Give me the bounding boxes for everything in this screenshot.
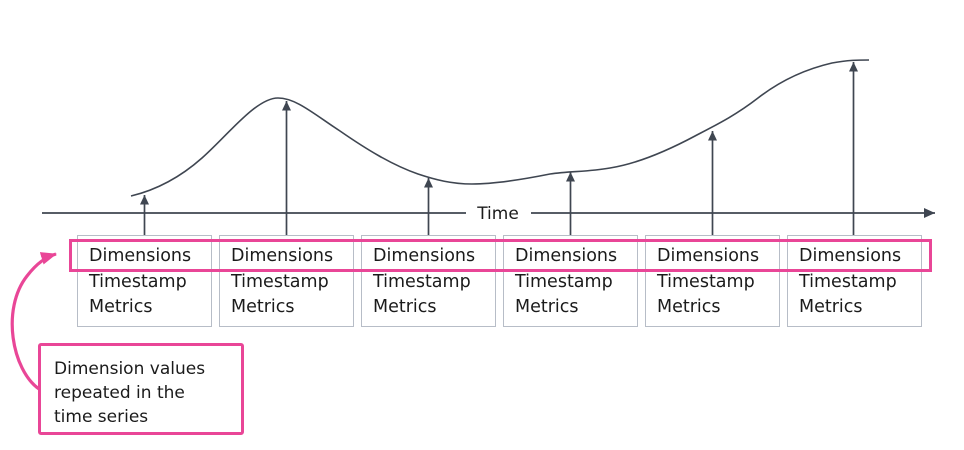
callout-line: time series [54, 407, 149, 427]
record-field-dimensions: Dimensions [89, 246, 192, 266]
record-field-metrics: Metrics [799, 297, 863, 317]
record-field-timestamp: Timestamp [231, 271, 329, 292]
callout-line: repeated in the [54, 383, 185, 403]
record-field-dimensions: Dimensions [373, 246, 476, 266]
dimensions-row-highlight [69, 239, 932, 272]
record-field-dimensions: Dimensions [231, 246, 334, 266]
callout-note: Dimension values repeated in the time se… [38, 343, 244, 435]
callout-connector-arrow [10, 252, 57, 391]
record-field-timestamp: Timestamp [89, 271, 187, 292]
time-axis-label: Time [476, 204, 519, 224]
record-field-timestamp: Timestamp [657, 271, 755, 292]
record-field-dimensions: Dimensions [799, 246, 902, 266]
record-field-metrics: Metrics [231, 297, 295, 317]
record-field-dimensions: Dimensions [657, 246, 760, 266]
time-series-curve [130, 59, 870, 197]
record-field-metrics: Metrics [89, 297, 153, 317]
record-field-metrics: Metrics [657, 297, 721, 317]
record-field-metrics: Metrics [515, 297, 579, 317]
callout-line: Dimension values [54, 359, 206, 379]
record-field-timestamp: Timestamp [373, 271, 471, 292]
record-field-metrics: Metrics [373, 297, 437, 317]
record-field-dimensions: Dimensions [515, 246, 618, 266]
record-field-timestamp: Timestamp [515, 271, 613, 292]
record-field-timestamp: Timestamp [799, 271, 897, 292]
